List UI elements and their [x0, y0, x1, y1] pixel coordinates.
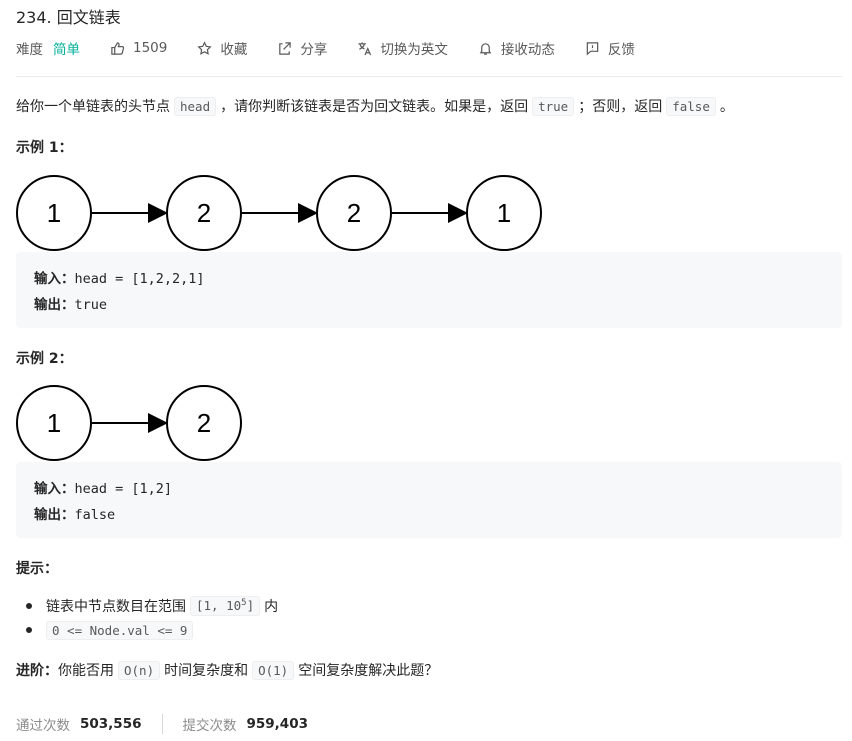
desc-text-1: 给你一个单链表的头节点 — [16, 99, 170, 115]
hint-1-code-a: [1, 10 — [196, 598, 242, 614]
list-node: 2 — [166, 385, 242, 461]
hint-2-code: 0 <= Node.val <= 9 — [46, 620, 194, 640]
stats-divider — [161, 714, 163, 734]
input-label: 输入： — [34, 271, 75, 287]
translate-icon — [358, 41, 372, 55]
desc-text-3: ；否则，返回 — [578, 99, 663, 115]
notify-label: 接收动态 — [500, 42, 555, 58]
output-label: 输出： — [34, 297, 75, 313]
output-value: true — [74, 297, 108, 313]
share-label: 分享 — [300, 42, 328, 58]
example-1-io-block: 输入：head = [1,2,2,1] 输出：true — [16, 252, 842, 328]
desc-text-2: ，请你判断该链表是否为回文链表。如果是，返回 — [220, 99, 529, 115]
problem-title: 234. 回文链表 — [16, 8, 121, 27]
example-1-diagram: 1 2 2 1 — [16, 175, 542, 251]
advanced-text-3: 空间复杂度解决此题？ — [298, 663, 439, 679]
list-node: 1 — [16, 175, 92, 251]
advanced-code-2: O(1) — [252, 661, 295, 680]
node-value: 2 — [347, 198, 361, 228]
thumbs-up-icon — [111, 41, 125, 55]
node-value: 1 — [497, 198, 511, 228]
hint-1-text: 链表中节点数目在范围 — [46, 599, 186, 615]
list-item: 链表中节点数目在范围[1, 105]内 — [25, 594, 279, 618]
output-value: false — [74, 507, 116, 523]
hint-1-suffix: 内 — [264, 599, 279, 615]
notify-button[interactable]: 接收动态 — [478, 38, 555, 58]
advanced-code-1: O(n) — [118, 661, 161, 680]
collect-label: 收藏 — [220, 42, 248, 58]
example-1-heading: 示例 1： — [16, 140, 73, 156]
problem-toolbar: 难度 简单 1509 收藏 分享 切换为英文 接收动态 反馈 — [16, 38, 665, 58]
list-node: 1 — [466, 175, 542, 251]
star-icon — [197, 40, 212, 55]
passed-value: 503,556 — [80, 716, 142, 732]
node-value: 2 — [197, 198, 211, 228]
difficulty-value: 简单 — [53, 42, 80, 58]
example-2-io-block: 输入：head = [1,2] 输出：false — [16, 462, 842, 538]
hint-1-code-sup: 5 — [241, 598, 247, 609]
advanced-text-2: 时间复杂度和 — [164, 663, 249, 679]
desc-code-head: head — [174, 97, 217, 116]
hint-1-code: [1, 105] — [190, 596, 261, 616]
list-item: 0 <= Node.val <= 9 — [25, 618, 278, 642]
hint-1-code-b: ] — [246, 598, 255, 614]
example-2-diagram: 1 2 — [16, 385, 242, 461]
example-2-heading: 示例 2： — [16, 351, 73, 367]
bell-icon — [479, 42, 492, 55]
hints-heading: 提示： — [16, 561, 58, 577]
submitted-label: 提交次数 — [182, 718, 237, 734]
header-divider — [16, 76, 842, 77]
node-value: 1 — [47, 408, 61, 438]
difficulty-label: 难度 — [16, 42, 43, 58]
submitted-value: 959,403 — [246, 716, 309, 732]
submission-stats: 通过次数 503,556 提交次数 959,403 — [16, 714, 308, 734]
switch-language-label: 切换为英文 — [380, 42, 448, 58]
input-value: head = [1,2,2,1] — [74, 271, 205, 287]
list-node: 2 — [316, 175, 392, 251]
switch-language-button[interactable]: 切换为英文 — [357, 38, 448, 58]
desc-code-false: false — [666, 97, 716, 116]
input-value: head = [1,2] — [74, 481, 173, 497]
desc-text-4: 。 — [719, 99, 734, 115]
list-node: 2 — [166, 175, 242, 251]
collect-button[interactable]: 收藏 — [197, 38, 247, 58]
input-label: 输入： — [34, 481, 75, 497]
desc-code-true: true — [532, 97, 575, 116]
advanced-label: 进阶： — [16, 663, 58, 679]
node-value: 2 — [197, 408, 211, 438]
list-node: 1 — [16, 385, 92, 461]
share-icon — [279, 41, 292, 55]
output-label: 输出： — [34, 507, 75, 523]
like-count: 1509 — [133, 40, 168, 56]
feedback-icon — [586, 41, 599, 55]
share-button[interactable]: 分享 — [277, 38, 327, 58]
feedback-label: 反馈 — [607, 42, 635, 58]
passed-label: 通过次数 — [16, 718, 70, 734]
advanced-text-1: 你能否用 — [58, 663, 114, 679]
like-button[interactable]: 1509 — [110, 40, 167, 56]
node-value: 1 — [47, 198, 61, 228]
hints-list: 链表中节点数目在范围[1, 105]内 0 <= Node.val <= 9 — [25, 594, 279, 642]
feedback-button[interactable]: 反馈 — [585, 38, 635, 58]
